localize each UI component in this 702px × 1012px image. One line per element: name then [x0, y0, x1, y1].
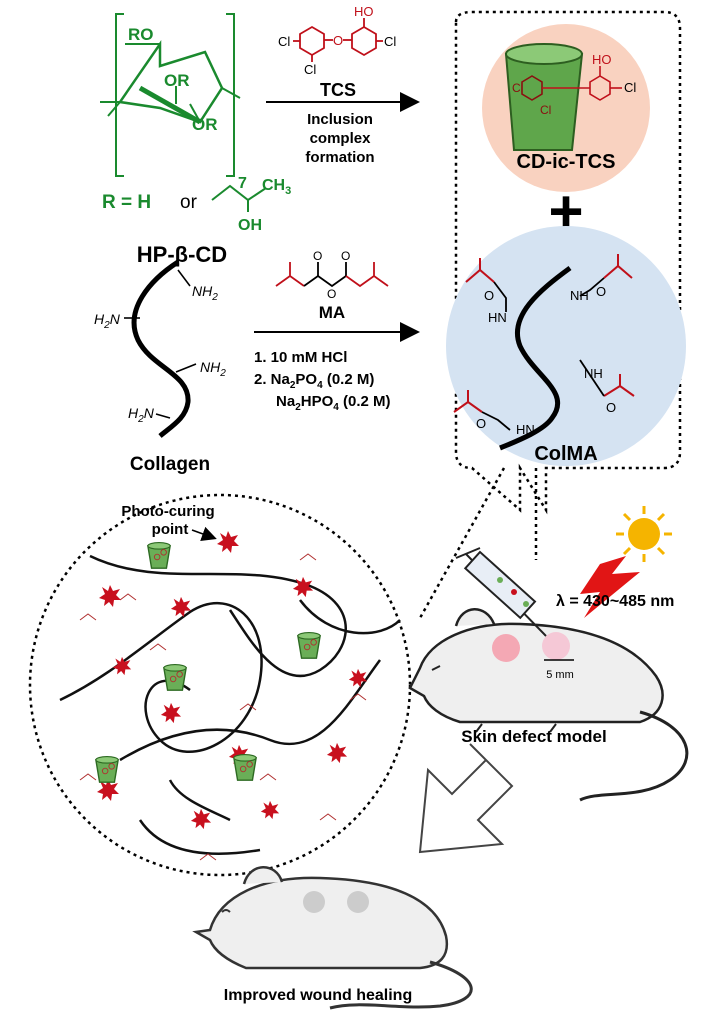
healed-caption: Improved wound healing [224, 987, 412, 1004]
ma-o-bridge: O [327, 287, 336, 301]
syringe [455, 547, 547, 637]
ma-o-1: O [313, 249, 322, 263]
light-bolt [580, 556, 640, 618]
mouse-healed [192, 866, 473, 1010]
tcs-step-3: formation [305, 149, 374, 166]
photo-curing-label-1: Photo-curing [121, 503, 214, 520]
scale-label: 5 mm [546, 669, 574, 681]
hpbcd-or-word: or [180, 192, 198, 213]
hpbcd-oh: OH [238, 217, 262, 234]
ma-name: MA [319, 303, 345, 322]
collagen-h2n-left: H2N [94, 311, 121, 331]
colma-structure [453, 254, 635, 451]
tcs-cl1: Cl [278, 34, 290, 49]
collagen-strand [131, 259, 191, 438]
colma-o-3: O [606, 400, 616, 415]
colma-nh-1: NH [570, 288, 589, 303]
ma-o-2: O [341, 249, 350, 263]
collagen-bond-1 [177, 269, 191, 287]
tcs-name: TCS [320, 80, 356, 100]
colma-o-1: O [484, 288, 494, 303]
ma-step-1: 1. 10 mM HCl [254, 349, 347, 366]
complex-name: CD-ic-TCS [517, 151, 616, 173]
colma-o-2: O [596, 284, 606, 299]
photo-curing-label-2: point [152, 521, 189, 538]
sun-icon [616, 506, 672, 562]
collagen-nh2-right: NH2 [200, 359, 226, 379]
collagen-bond-4 [155, 413, 171, 419]
tcs-step-1: Inclusion [307, 111, 373, 128]
complex-cl-a: Cl [512, 81, 523, 95]
network-zoom-circle [28, 493, 412, 877]
complex-cl-c: Cl [624, 80, 636, 95]
tcs-step-2: complex [310, 130, 372, 147]
colma-hn-4: HN [516, 422, 535, 437]
photo-curing-points [97, 531, 368, 830]
complex-ho: HO [592, 52, 612, 67]
hpbcd-ch3: CH3 [262, 177, 291, 197]
hpbcd-or2: OR [192, 115, 218, 134]
ma-step-3: Na2HPO4 (0.2 M) [276, 393, 391, 413]
hpbcd-or1: OR [164, 71, 190, 90]
colma-name: ColMA [534, 443, 597, 465]
hpbcd-ro: RO [128, 25, 154, 44]
mouse-defect [408, 608, 689, 802]
photo-curing-pointer [191, 526, 217, 541]
collagen-name: Collagen [130, 454, 210, 475]
ma-step-2: 2. Na2PO4 (0.2 M) [254, 371, 374, 391]
colma-o-4: O [476, 416, 486, 431]
ma-structure [275, 262, 389, 288]
collagen-h2n-bottom: H2N [128, 405, 155, 425]
hpbcd-r-def: R = H [102, 192, 151, 213]
collagen-nh2-top: NH2 [192, 283, 218, 303]
complex-cl-b: Cl [540, 103, 551, 117]
hpbcd-name: HP-β-CD [137, 242, 227, 267]
wavelength-label: λ = 430~485 nm [556, 593, 674, 610]
collagen-bond-3 [175, 363, 197, 373]
colma-nh-3: NH [584, 366, 603, 381]
colma-hn-2: HN [488, 310, 507, 325]
hpbcd-structure [100, 13, 241, 177]
callout-stem [418, 467, 538, 619]
tcs-structure [293, 18, 383, 62]
tcs-cl3: Cl [304, 62, 316, 77]
mouse-caption: Skin defect model [461, 727, 606, 746]
tcs-o-bridge: O [333, 33, 343, 48]
outcome-arrow [418, 743, 514, 854]
tcs-cl2: Cl [384, 34, 396, 49]
hydroxypropyl-group [211, 184, 267, 212]
network-side-groups [79, 553, 367, 861]
hpbcd-repeat: 7 [238, 175, 247, 192]
colma-bubble [446, 226, 686, 466]
tcs-ho: HO [354, 4, 374, 19]
cd-ic-tcs-cup [504, 43, 622, 151]
